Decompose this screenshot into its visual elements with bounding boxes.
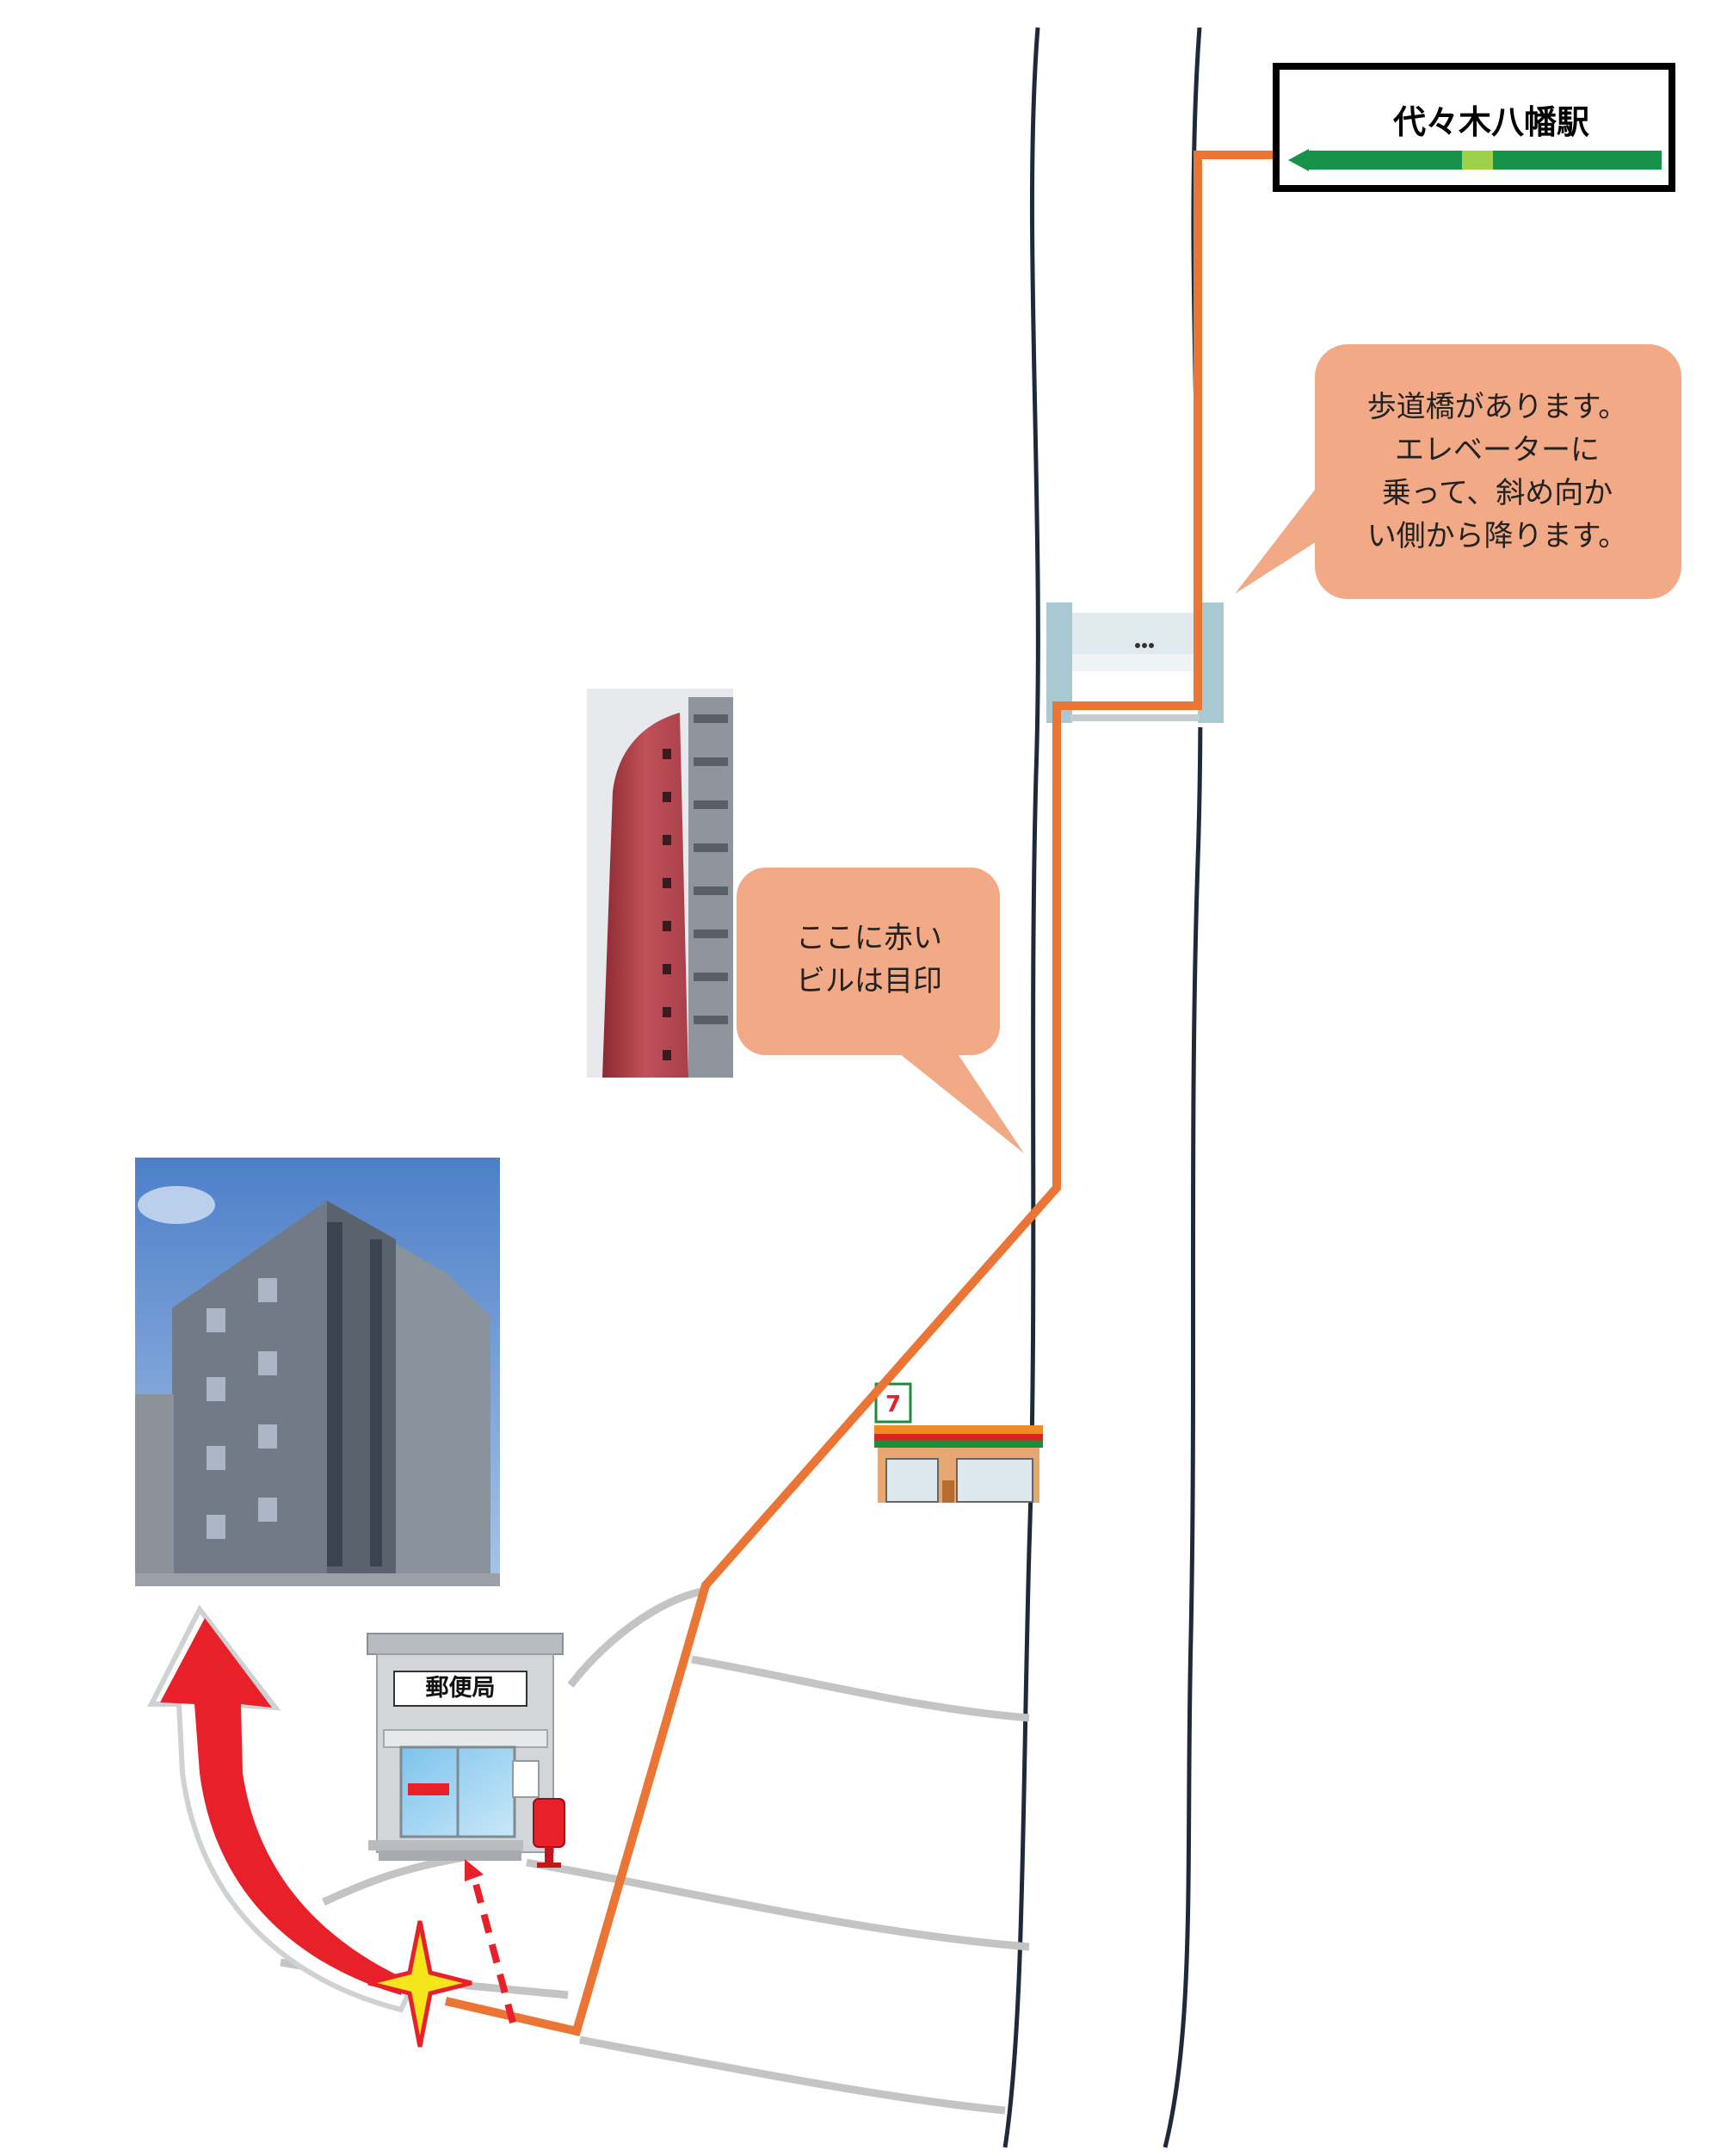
station-line-marker: [1462, 151, 1493, 170]
station-sign: 代々木八幡駅: [1273, 63, 1675, 192]
callout-bridge-line: い側から降ります。: [1366, 519, 1628, 553]
callout-bridge-line: エレベーターに: [1395, 433, 1600, 467]
destination-building-photo: [135, 1158, 500, 1586]
callout-bridge-line: 乗って、斜め向か: [1381, 476, 1613, 510]
station-direction-arrow-icon: [1288, 149, 1309, 171]
callout-red-building-line: ビルは目印: [796, 964, 942, 998]
callout-red-building-line: ここに赤い: [796, 921, 942, 955]
station-name: 代々木八幡駅: [1392, 103, 1589, 141]
post-office-sign: 郵便局: [425, 1675, 496, 1702]
callout-red-building-bubble: [737, 868, 1024, 1153]
main-road-left-edge: [1002, 27, 1040, 2148]
post-office-icon: [367, 1633, 565, 1868]
red-building-photo: [587, 689, 733, 1078]
star-icon: [367, 1920, 472, 2048]
convenience-store-icon: 7: [874, 1382, 1043, 1503]
callout-bridge-text: 歩道橋があります。 エレベーターに 乗って、斜め向か い側から降ります。: [1317, 386, 1678, 558]
callout-bridge-line: 歩道橋があります。: [1366, 390, 1628, 424]
callout-bridge-bubble: [1235, 344, 1681, 599]
callout-red-building-text: ここに赤い ビルは目印: [740, 917, 998, 1003]
red-curved-arrow-icon: [147, 1604, 417, 2013]
walking-route: [444, 151, 1279, 2036]
svg-text:7: 7: [885, 1392, 901, 1418]
dashed-arrow-to-post-office: [465, 1859, 516, 2024]
